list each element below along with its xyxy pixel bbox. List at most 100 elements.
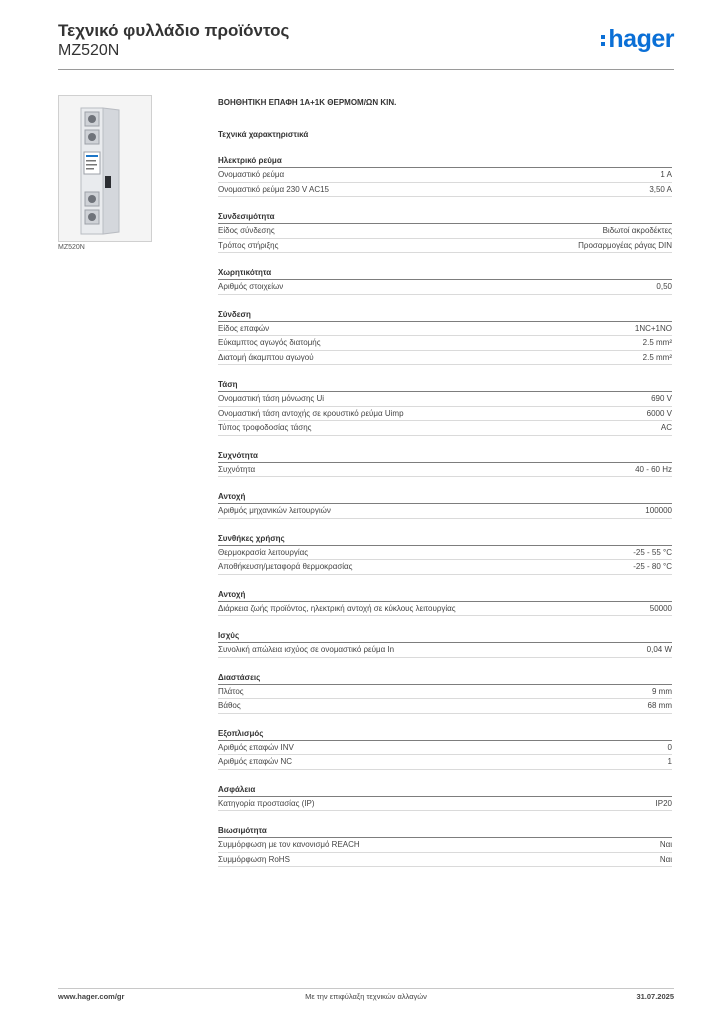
spec-label: Συμμόρφωση RoHS — [218, 854, 290, 864]
spec-label: Βάθος — [218, 701, 241, 710]
spec-row: Αριθμός μηχανικών λειτουργιών 100000 — [218, 504, 672, 519]
logo-text: hager — [608, 25, 674, 53]
spec-row: Ονομαστική τάση μόνωσης Ui 690 V — [218, 392, 672, 407]
product-reference: MZ520N — [58, 42, 120, 59]
spec-row: Διάρκεια ζωής προϊόντος, ηλεκτρική αντοχ… — [218, 602, 672, 616]
spec-value: Ναι — [659, 840, 672, 849]
section-title: Αντοχή — [218, 589, 672, 602]
page-header: Τεχνικό φυλλάδιο προϊόντος MZ520N hager — [58, 21, 674, 65]
page-footer: www.hager.com/gr Με την επιφύλαξη τεχνικ… — [58, 992, 674, 1006]
spec-label: Συνολική απώλεια ισχύος σε ονομαστικό ρε… — [218, 645, 395, 654]
logo-dots-icon — [601, 32, 606, 49]
spec-label: Είδος σύνδεσης — [218, 226, 275, 235]
spec-label: Αριθμός μηχανικών λειτουργιών — [218, 506, 331, 515]
spec-label: Εύκαμπτος αγωγός διατομής — [218, 338, 321, 347]
spec-label: Ονομαστική τάση μόνωσης Ui — [218, 394, 325, 403]
spec-value: Βιδωτοί ακροδέκτες — [602, 226, 672, 235]
spec-value: 1NC+1NO — [634, 323, 672, 333]
hager-logo: hager — [601, 25, 674, 54]
spec-row: Διατομή άκαμπτου αγωγού 2.5 mm² — [218, 351, 672, 365]
spec-value: 68 mm — [647, 701, 672, 710]
technical-characteristics-heading: Τεχνικά χαρακτηριστικά — [218, 130, 309, 139]
spec-row: Αριθμός επαφών NC 1 — [218, 755, 672, 770]
spec-value: 0,50 — [656, 282, 672, 291]
section-title: Αντοχή — [218, 491, 672, 504]
footer-date: 31.07.2025 — [636, 992, 674, 1001]
spec-row: Συμμόρφωση RoHS Ναι — [218, 853, 672, 867]
section-title: Εξοπλισμός — [218, 728, 672, 741]
spec-row: Κατηγορία προστασίας (IP) IP20 — [218, 797, 672, 811]
image-caption: MZ520N — [58, 244, 85, 251]
spec-value: 2.5 mm² — [642, 338, 672, 347]
spec-label: Διατομή άκαμπτου αγωγού — [218, 352, 314, 362]
section-title: Βιωσιμότητα — [218, 825, 672, 838]
spec-label: Συμμόρφωση με τον κανονισμό REACH — [218, 840, 360, 849]
spec-row: Ονομαστικό ρεύμα 1 A — [218, 168, 672, 183]
section-title: Ηλεκτρικό ρεύμα — [218, 155, 672, 168]
spec-row: Είδος σύνδεσης Βιδωτοί ακροδέκτες — [218, 224, 672, 239]
spec-value: 690 V — [651, 394, 672, 403]
spec-label: Ονομαστικό ρεύμα — [218, 170, 285, 179]
spec-row: Συμμόρφωση με τον κανονισμό REACH Ναι — [218, 838, 672, 853]
spec-label: Αριθμός επαφών NC — [218, 757, 293, 766]
spec-label: Θερμοκρασία λειτουργίας — [218, 547, 309, 557]
spec-value: Προσαρμογέας ράγας DIN — [578, 240, 672, 250]
spec-value: 9 mm — [652, 686, 672, 696]
spec-row: Ονομαστική τάση αντοχής σε κρουστικό ρεύ… — [218, 407, 672, 421]
section-title: Σύνδεση — [218, 309, 672, 322]
spec-value: Ναι — [659, 854, 672, 864]
spec-value: 0,04 W — [646, 645, 672, 654]
spec-row: Θερμοκρασία λειτουργίας -25 - 55 °C — [218, 546, 672, 560]
spec-value: 1 A — [660, 170, 672, 179]
document-title: Τεχνικό φυλλάδιο προϊόντος — [58, 21, 290, 40]
spec-value: 40 - 60 Hz — [635, 464, 672, 474]
footer-url[interactable]: www.hager.com/gr — [58, 992, 125, 1001]
section-title: Συνδεσιμότητα — [218, 211, 672, 224]
spec-value: 2.5 mm² — [642, 352, 672, 362]
spec-row: Εύκαμπτος αγωγός διατομής 2.5 mm² — [218, 336, 672, 351]
spec-value: 3,50 A — [649, 184, 672, 194]
spec-label: Τύπος τροφοδοσίας τάσης — [218, 423, 312, 432]
section-title: Διαστάσεις — [218, 672, 672, 685]
product-name: ΒΟΗΘΗΤΙΚΗ ΕΠΑΦΗ 1Α+1Κ ΘΕΡΜΟΜ/ΩΝ ΚΙΝ. — [218, 98, 397, 107]
header-divider — [58, 69, 674, 70]
section-title: Χωρητικότητα — [218, 267, 672, 280]
spec-label: Αριθμός επαφών INV — [218, 742, 294, 752]
spec-label: Ονομαστική τάση αντοχής σε κρουστικό ρεύ… — [218, 408, 404, 418]
spec-label: Αποθήκευση/μεταφορά θερμοκρασίας — [218, 562, 353, 571]
section-title: Τάση — [218, 379, 672, 392]
spec-value: IP20 — [655, 798, 672, 808]
spec-value: 100000 — [645, 506, 672, 515]
spec-content: ΒΟΗΘΗΤΙΚΗ ΕΠΑΦΗ 1Α+1Κ ΘΕΡΜΟΜ/ΩΝ ΚΙΝ. Τεχ… — [218, 96, 672, 867]
spec-value: -25 - 80 °C — [633, 562, 672, 571]
spec-value: -25 - 55 °C — [633, 547, 672, 557]
spec-label: Είδος επαφών — [218, 323, 270, 333]
spec-row: Βάθος 68 mm — [218, 699, 672, 714]
spec-value: 1 — [667, 757, 672, 766]
section-title: Συχνότητα — [218, 450, 672, 463]
spec-label: Ονομαστικό ρεύμα 230 V AC15 — [218, 184, 330, 194]
section-title: Ασφάλεια — [218, 784, 672, 797]
spec-label: Διάρκεια ζωής προϊόντος, ηλεκτρική αντοχ… — [218, 603, 456, 613]
spec-label: Κατηγορία προστασίας (IP) — [218, 798, 315, 808]
spec-row: Αποθήκευση/μεταφορά θερμοκρασίας -25 - 80… — [218, 560, 672, 575]
